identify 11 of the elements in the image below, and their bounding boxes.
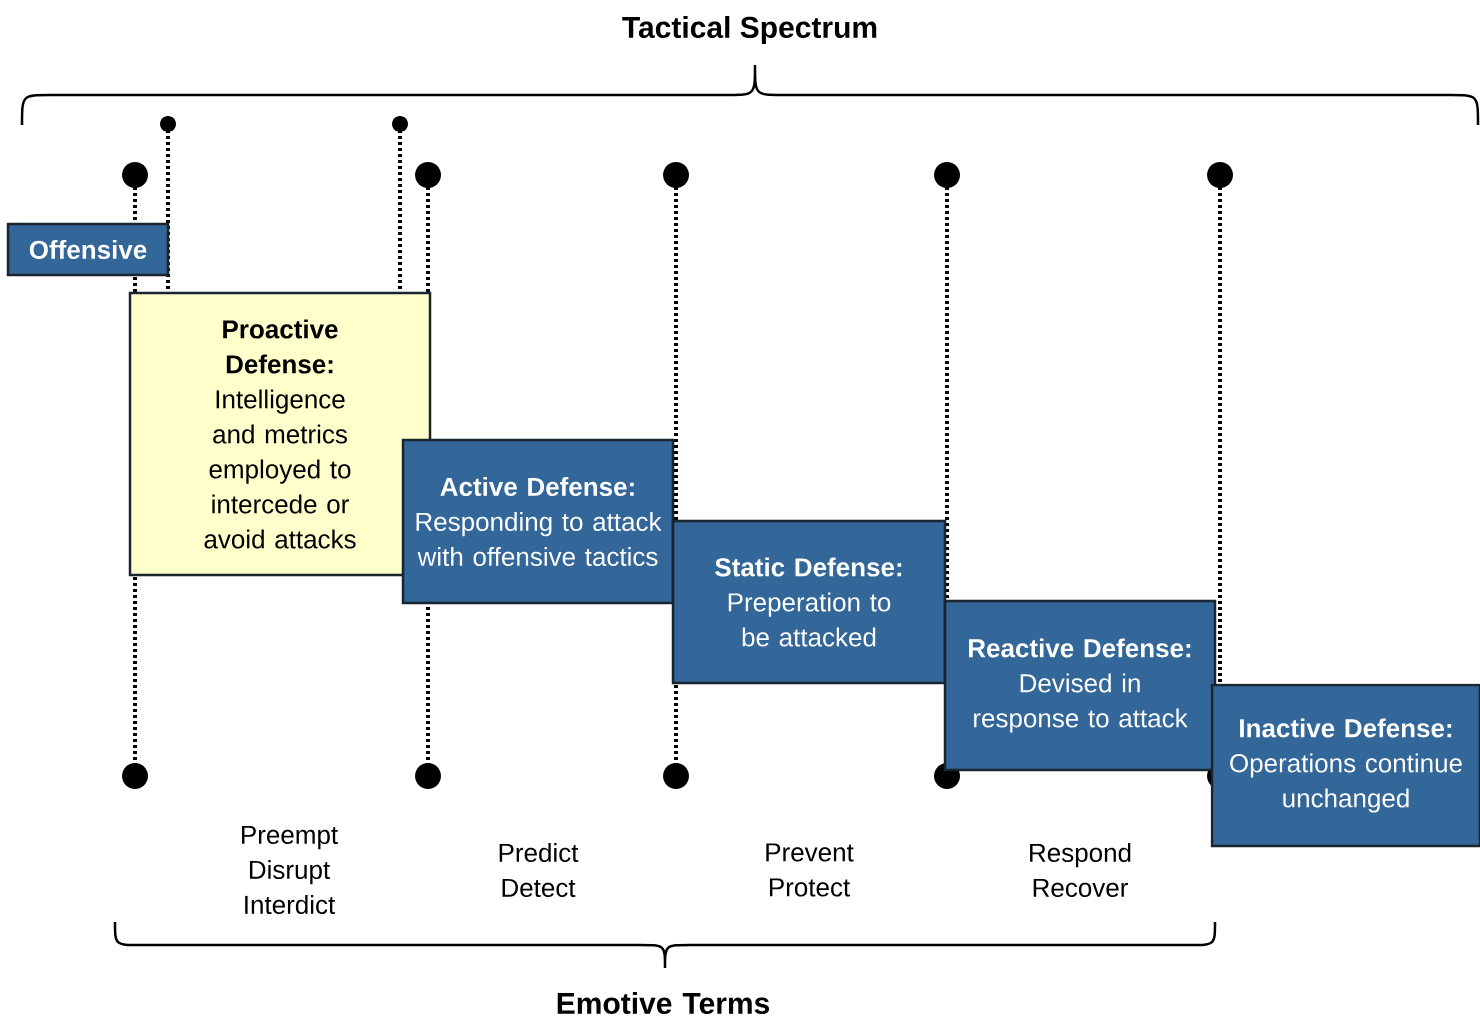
term-label: Predict Detect — [499, 842, 579, 898]
tactic-box: Inactive Defense: Operations continue unchanged — [1210, 683, 1480, 848]
brace-label: Emotive Terms — [557, 992, 770, 1014]
title: Tactical Spectrum — [622, 16, 877, 44]
term-label: Prevent Protect — [766, 843, 854, 897]
tactic-box: Active Defense: Responding to attack with offensive tactics — [401, 438, 675, 605]
term-label: Preempt Disrupt Interdict — [242, 825, 338, 915]
term-label: Respond Recover — [1030, 842, 1131, 898]
tactic-box: Static Defense: Preperation to be attacked — [671, 519, 947, 685]
tactic-box: Reactive Defense: Devised in response to attack — [943, 599, 1217, 772]
tactic-box: Offensive — [6, 222, 170, 277]
